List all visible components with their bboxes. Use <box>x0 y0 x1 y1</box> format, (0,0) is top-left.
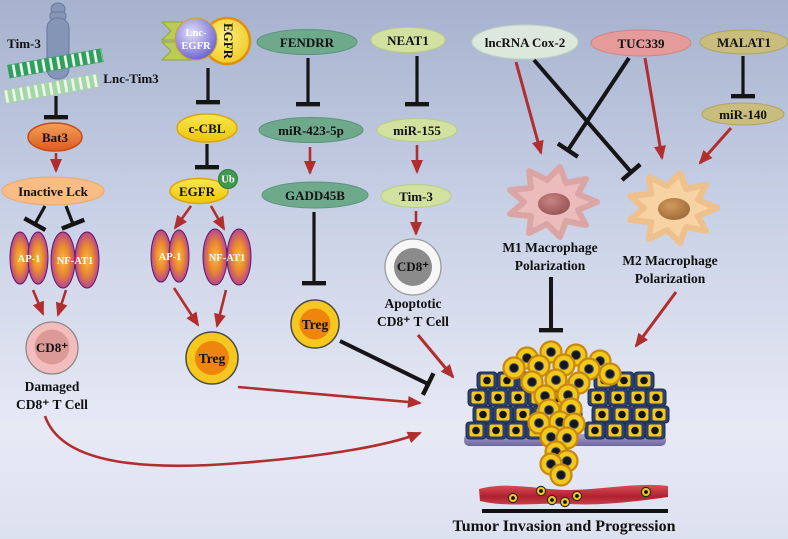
edge-m2-promotes-tumor <box>634 291 678 348</box>
pathway-lnc-egfr: EGFR Lnc- EGFR c-CBL Ub EGFR AP-1 NF-AT1 <box>150 16 422 408</box>
damaged-cd8-cell: CD8⁺ <box>25 321 79 375</box>
apoptotic-caption-line2: CD8⁺ T Cell <box>377 314 449 329</box>
edge-tuc339-promotes-m2 <box>643 57 666 160</box>
pathway-macrophage-polarization: lncRNA Cox-2 TUC339 MALAT1 miR-140 M1 Ma… <box>471 24 788 348</box>
treg-cell-col2: Treg <box>185 331 239 385</box>
node-gadd45b <box>261 181 369 209</box>
egfr-node-label: EGFR <box>179 184 216 199</box>
node-nfat1-col1: NF-AT1 <box>50 231 100 289</box>
edge-damagedcd8-promotes-tumor <box>43 415 422 468</box>
damaged-caption-line1: Damaged <box>25 379 80 394</box>
ub-label: Ub <box>221 175 235 186</box>
node-ccbl <box>176 113 238 143</box>
edge-cox2-inhibits-m2 <box>532 58 642 182</box>
treg-cell-col3: Treg <box>290 299 340 349</box>
lnc-tim3-rna-icon <box>3 48 104 104</box>
m2-macrophage-cell <box>630 173 717 243</box>
egfr-receptor-icon: EGFR <box>202 16 252 66</box>
m1-macrophage-cell <box>510 167 597 237</box>
m1-caption-line1: M1 Macrophage <box>502 240 597 255</box>
edge-nfat1-promotes-treg <box>214 289 228 328</box>
tuc339-label: TUC339 <box>618 36 665 51</box>
damaged-caption-line2: CD8⁺ T Cell <box>16 397 88 412</box>
node-tuc339 <box>590 29 692 57</box>
mir423-label: miR-423-5p <box>278 123 344 138</box>
node-ap1-col1: AP-1 <box>9 231 49 285</box>
treg-col3-label: Treg <box>302 317 329 332</box>
node-nfat1-col2: NF-AT1 <box>202 228 252 286</box>
pathway-lnc-tim3: Tim-3 Lnc-Tim3 Bat3 Inactive Lck AP-1 NF… <box>1 2 422 468</box>
pathway-neat1: NEAT1 miR-155 Tim-3 CD8⁺ Apoptotic CD8⁺ … <box>370 27 458 379</box>
mir140-label: miR-140 <box>719 107 767 122</box>
node-cox2 <box>471 24 579 60</box>
node-egfr-ub: Ub EGFR <box>169 169 238 205</box>
lnc-egfr-label-line2: EGFR <box>181 41 211 52</box>
ccbl-label: c-CBL <box>189 121 226 136</box>
apoptotic-caption-line1: Apoptotic <box>385 296 442 311</box>
neat1-label: NEAT1 <box>387 33 429 48</box>
tim3-receptor-label: Tim-3 <box>7 36 41 51</box>
caption-underline <box>482 509 668 513</box>
node-mir155 <box>376 118 458 142</box>
edge-apoptotic-promotes-tumor <box>416 334 455 379</box>
lnc-tim3-label: Lnc-Tim3 <box>103 71 159 86</box>
pathway-fendrr: FENDRR miR-423-5p GADD45B Treg <box>256 29 436 396</box>
edge-ap1-promotes-treg <box>172 287 200 327</box>
edge-nfat1-promotes-cd8 <box>55 289 68 317</box>
apoptotic-cd8-cell: CD8⁺ <box>384 238 442 296</box>
malat1-label: MALAT1 <box>717 35 771 50</box>
node-tim3-target <box>380 184 452 208</box>
edge-lck-inhibits-ap1 <box>23 205 47 232</box>
mir155-label: miR-155 <box>393 123 441 138</box>
edge-lck-inhibits-nfat1 <box>61 205 86 231</box>
edge-treg2-promotes-tumor <box>237 385 422 408</box>
lnc-egfr-label-line1: Lnc- <box>186 28 208 39</box>
inactive-lck-label: Inactive Lck <box>18 184 88 199</box>
nfat1-col1-label: NF-AT1 <box>57 256 94 267</box>
gadd45b-label: GADD45B <box>285 188 345 203</box>
nfat1-col2-label: NF-AT1 <box>209 253 246 264</box>
edge-egfr-promotes-ap1 <box>173 205 193 230</box>
lnc-egfr-complex: Lnc- EGFR <box>174 17 218 61</box>
tumor-caption: Tumor Invasion and Progression <box>452 518 675 535</box>
edge-tuc339-inhibits-m1 <box>556 56 631 159</box>
node-bat3 <box>27 122 83 152</box>
ap1-col1-label: AP-1 <box>18 254 41 265</box>
node-fendrr <box>256 29 358 55</box>
fendrr-label: FENDRR <box>280 35 335 50</box>
treg-col2-label: Treg <box>199 351 226 366</box>
node-malat1 <box>699 29 788 55</box>
node-mir140 <box>701 102 785 126</box>
m2-caption-line2: Polarization <box>635 271 706 286</box>
ap1-col2-label: AP-1 <box>159 252 182 263</box>
m2-caption-line1: M2 Macrophage <box>622 253 717 268</box>
tumor-illustration: Tumor Invasion and Progression <box>452 340 676 535</box>
edge-mir140-promotes-m2 <box>698 127 733 165</box>
edge-cox2-promotes-m1 <box>514 61 544 155</box>
egfr-vertical-label: EGFR <box>221 23 236 60</box>
tim3-target-label: Tim-3 <box>399 189 433 204</box>
edge-treg3-inhibits-tumor <box>339 339 436 396</box>
apoptotic-cd8-label: CD8⁺ <box>397 259 429 274</box>
edge-egfr-promotes-nfat1 <box>209 205 226 231</box>
node-inactive-lck <box>1 176 105 206</box>
bat3-label: Bat3 <box>42 130 69 145</box>
cox2-label: lncRNA Cox-2 <box>485 35 566 50</box>
damaged-cd8-label: CD8⁺ <box>36 340 68 355</box>
edge-ap1-promotes-cd8 <box>31 289 45 316</box>
node-neat1 <box>370 27 446 53</box>
m1-caption-line2: Polarization <box>515 258 586 273</box>
node-ap1-col2: AP-1 <box>150 229 190 283</box>
node-mir423 <box>258 117 364 143</box>
